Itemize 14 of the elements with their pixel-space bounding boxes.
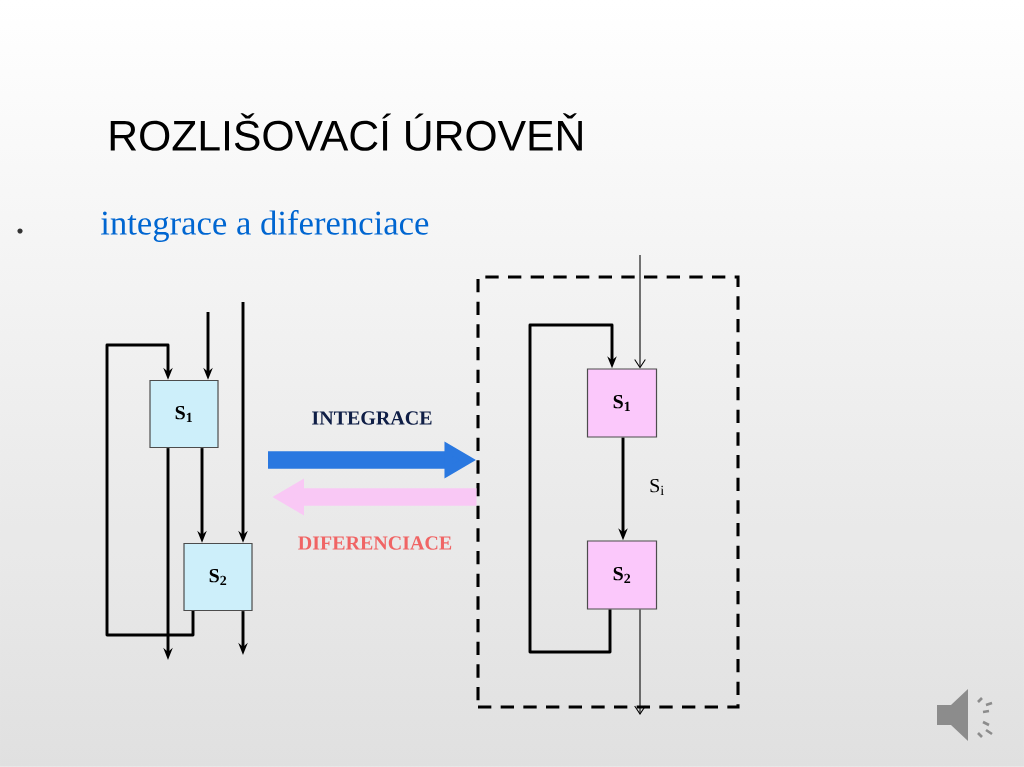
- arrow: [528, 323, 617, 654]
- process-box: S$_{2}$: [183, 542, 253, 612]
- dashed-frame: [476, 275, 740, 709]
- edge-label: S$_{i}$: [650, 478, 664, 496]
- edge-label: DIFERENCIACE: [298, 536, 452, 550]
- process-box: S$_{1}$: [586, 368, 658, 438]
- process-box: S$_{1}$: [149, 379, 219, 449]
- arrow: [634, 609, 646, 715]
- bullet-text: integrace a diferenciace: [101, 210, 429, 242]
- edge-label: INTEGRACE: [312, 411, 432, 425]
- arrow: [105, 343, 195, 637]
- process-box: S$_{2}$: [586, 540, 658, 610]
- slide-title: ROZLIŠOVACÍ ÚROVEŇ: [110, 113, 582, 151]
- arrow: [634, 254, 646, 369]
